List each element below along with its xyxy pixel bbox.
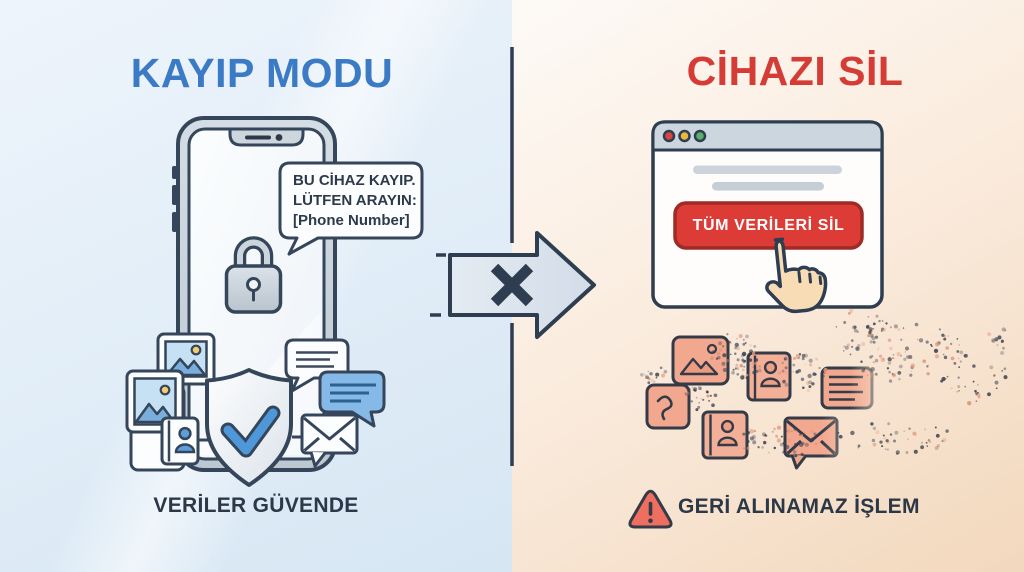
shield-check-icon: [205, 368, 293, 487]
irreversible-caption: GERİ ALINAMAZ İŞLEM: [678, 495, 920, 518]
x-mark-icon: [490, 263, 534, 307]
traffic-light-yellow-icon: [678, 129, 691, 143]
phone-side-button: [172, 185, 177, 205]
lost-message-line3: [Phone Number]: [293, 212, 410, 229]
delete-all-data-button-label[interactable]: TÜM VERİLERİ SİL: [692, 216, 845, 234]
traffic-light-green-icon: [693, 129, 707, 143]
envelope-icon: [300, 413, 359, 468]
browser-titlebar: [651, 120, 884, 152]
connector-lines: [198, 435, 302, 442]
placeholder-text-bar: [712, 182, 824, 191]
lost-mode-title: KAYIP MODU: [130, 50, 394, 96]
dissolving-message-icon: [820, 366, 874, 410]
speech-bubble: [278, 161, 424, 256]
chat-bubble-icon: [284, 338, 350, 393]
delete-all-data-button[interactable]: [673, 201, 864, 250]
phone-side-button: [172, 166, 177, 179]
warning-triangle-icon: [628, 489, 673, 529]
contact-book-icon: [160, 416, 200, 466]
placeholder-text-bar: [693, 165, 842, 174]
cursor-hand-icon: [765, 237, 828, 314]
camera-icon: [275, 134, 283, 141]
lost-message-line2: LÜTFEN ARAYIN:: [293, 192, 417, 209]
lost-message-line1: BU CİHAZ KAYIP.: [293, 172, 416, 189]
lost-message-text: BU CİHAZ KAYIP. LÜTFEN ARAYIN: [Phone Nu…: [293, 171, 417, 231]
dissolve-particles: [640, 308, 1008, 458]
traffic-light-red-icon: [662, 129, 676, 143]
browser-window: [651, 120, 884, 309]
chat-bubble-icon: [318, 370, 386, 428]
padlock-icon: [224, 236, 283, 314]
phone-side-button: [172, 212, 177, 232]
dissolving-note-icon: [645, 383, 691, 430]
dissolving-contact-icon: [746, 351, 792, 402]
erase-device-title: CİHAZI SİL: [686, 48, 904, 94]
data-safe-caption: VERİLER GÜVENDE: [153, 494, 359, 517]
dissolving-contact-icon: [701, 410, 749, 460]
right-arrow-icon: [430, 231, 596, 339]
dissolving-envelope-icon: [783, 416, 839, 470]
